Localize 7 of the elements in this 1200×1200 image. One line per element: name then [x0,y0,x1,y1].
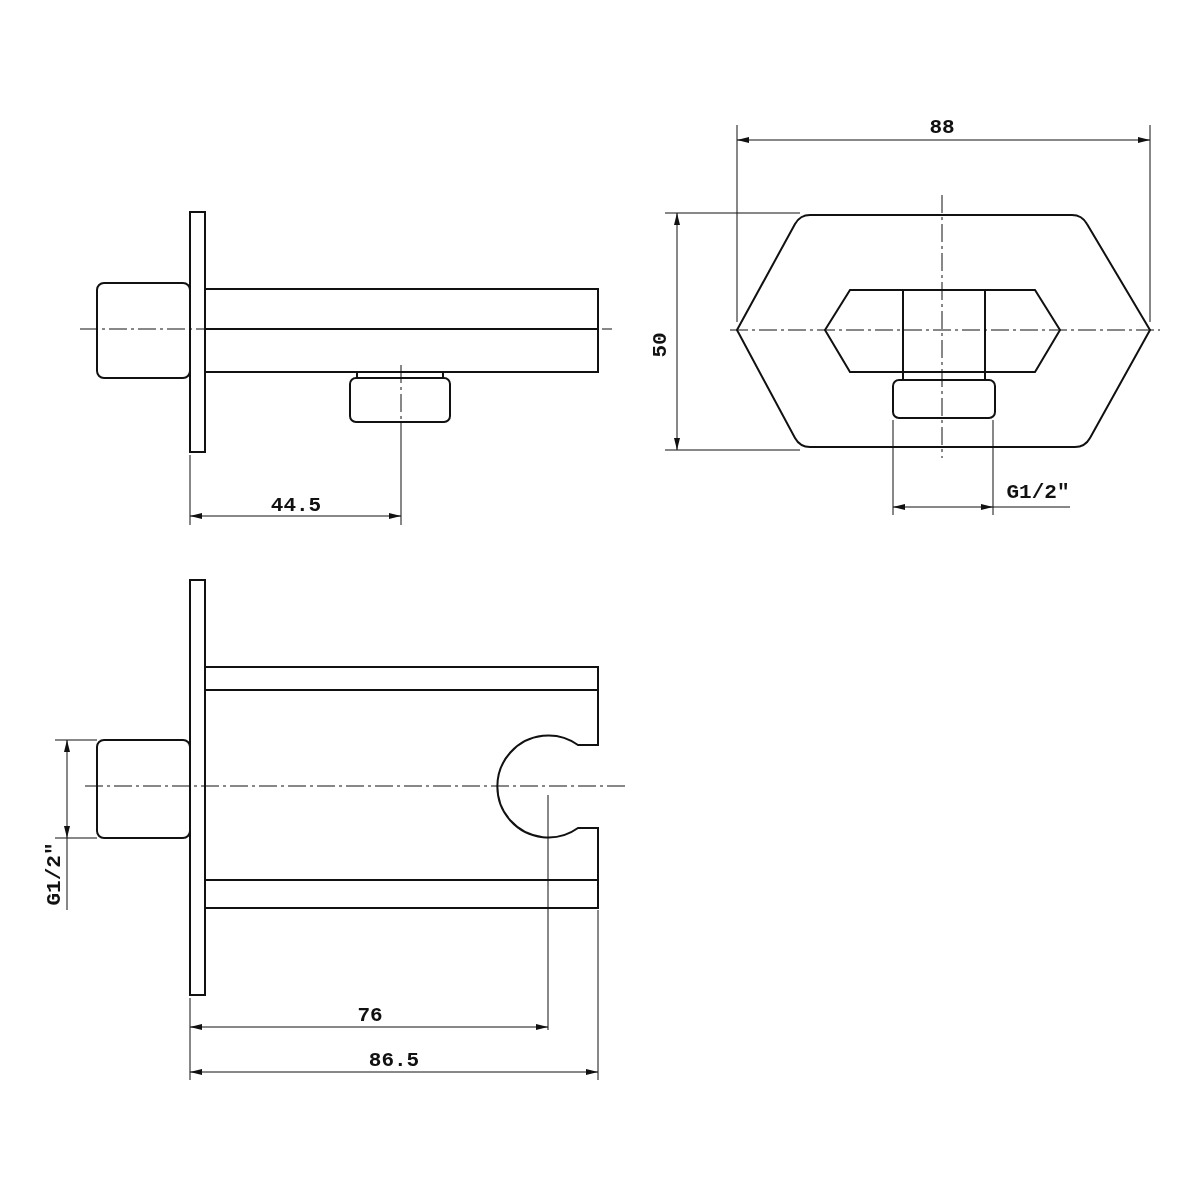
dimension-label: 50 [649,332,671,358]
dimension-label: G1/2" [43,842,65,906]
dimension-label: 86.5 [368,1049,420,1071]
dimension-label: 88 [929,116,955,138]
dimension-label: 44.5 [270,494,322,516]
dimension-label: G1/2" [1006,481,1070,503]
dimension-label: 76 [357,1004,383,1026]
